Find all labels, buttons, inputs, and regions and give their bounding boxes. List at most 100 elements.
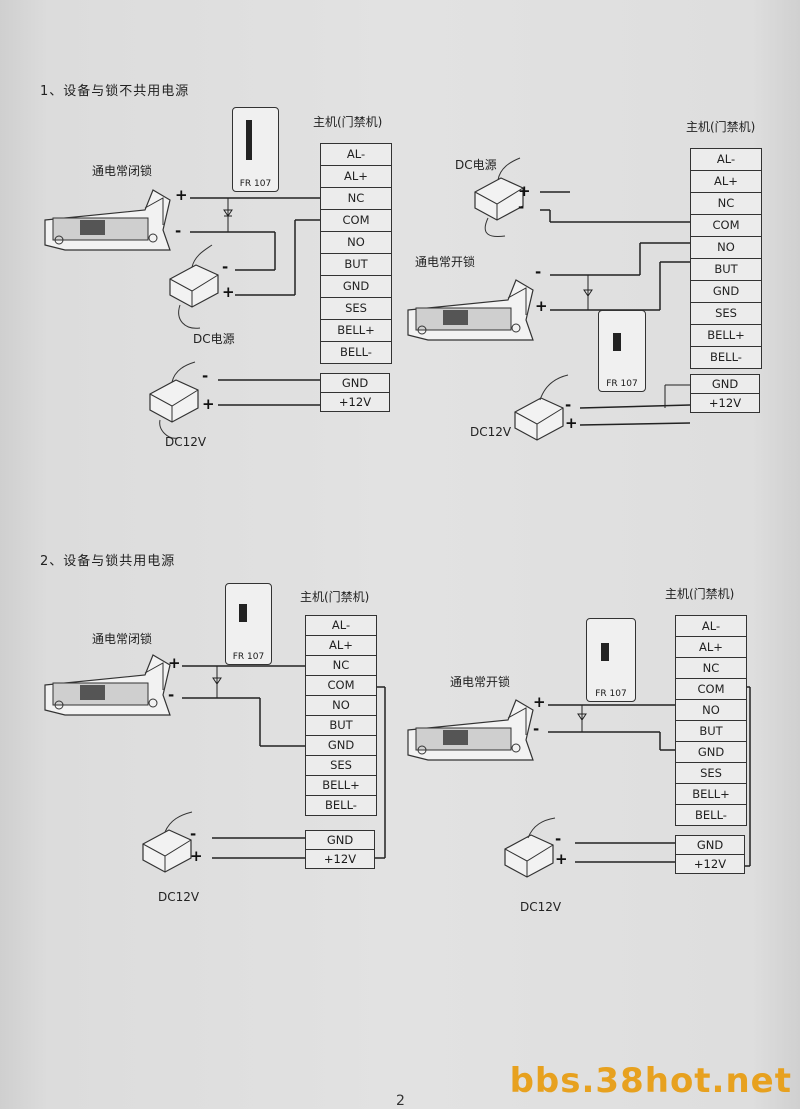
diode-model-label: FR 107 bbox=[239, 179, 272, 189]
host-label-3: 主机(门禁机) bbox=[300, 590, 370, 604]
dc12v3-plus-sign: + bbox=[190, 847, 203, 865]
terminal-ses: SES bbox=[321, 298, 391, 320]
terminal-al-plus: AL+ bbox=[306, 636, 376, 656]
lock3-plus-sign: + bbox=[168, 654, 181, 672]
terminal-but: BUT bbox=[691, 259, 761, 281]
terminal-block-4: AL- AL+ NC COM NO BUT GND SES BELL+ BELL… bbox=[675, 615, 747, 826]
terminal-com: COM bbox=[306, 676, 376, 696]
lock-closed-2-icon bbox=[44, 654, 171, 716]
lock-plus-sign: + bbox=[175, 186, 188, 204]
terminal-bell-minus: BELL- bbox=[710, 350, 742, 364]
terminal-block-2: AL- AL+ NC COM NO BUT GND SES BELL+ BELL… bbox=[690, 148, 762, 369]
lock2-plus-sign: + bbox=[535, 297, 548, 315]
dc12v-label-2: DC12V bbox=[470, 425, 512, 439]
dc-adapter-icon bbox=[169, 264, 219, 308]
terminal-al-minus: AL- bbox=[306, 616, 376, 636]
terminal-bell-minus: BELL- bbox=[695, 808, 727, 822]
lock-open-label-2: 通电常开锁 bbox=[450, 675, 511, 689]
dc12v-adapter-2-icon bbox=[142, 829, 192, 873]
terminal-ses: SES bbox=[676, 763, 746, 784]
terminal-block-3: AL- AL+ NC COM NO BUT GND SES BELL+ BELL… bbox=[305, 615, 377, 816]
lock-open-2-icon bbox=[407, 699, 534, 761]
terminal-bell-minus: BELL- bbox=[325, 798, 357, 812]
power-12v: +12V bbox=[323, 852, 357, 866]
power-gnd: GND bbox=[306, 831, 374, 850]
terminal-block-1: AL- AL+ NC COM NO BUT GND SES BELL+ BELL… bbox=[320, 143, 392, 364]
terminal-no: NO bbox=[306, 696, 376, 716]
power-12v: +12V bbox=[338, 395, 372, 409]
terminal-al-minus: AL- bbox=[676, 616, 746, 637]
terminal-bell-plus: BELL+ bbox=[691, 325, 761, 347]
terminal-al-minus: AL- bbox=[321, 144, 391, 166]
terminal-gnd: GND bbox=[691, 281, 761, 303]
dc12v-label-3: DC12V bbox=[158, 890, 200, 904]
terminal-gnd: GND bbox=[676, 742, 746, 763]
diode-model-label-4: FR 107 bbox=[595, 689, 627, 699]
terminal-bell-plus: BELL+ bbox=[676, 784, 746, 805]
dc-plus-sign: + bbox=[222, 283, 235, 301]
diode-model-label-2: FR 107 bbox=[606, 379, 638, 389]
dc12v-label-1: DC12V bbox=[165, 435, 207, 449]
terminal-gnd: GND bbox=[306, 736, 376, 756]
section2-title: 2、设备与锁共用电源 bbox=[40, 554, 176, 569]
lock-open-icon bbox=[407, 279, 534, 341]
power-block-3: GND +12V bbox=[305, 830, 375, 869]
dc12v3-minus-sign: - bbox=[190, 825, 197, 843]
terminal-nc: NC bbox=[306, 656, 376, 676]
terminal-but: BUT bbox=[306, 716, 376, 736]
diode-inset-1: FR 107 bbox=[232, 107, 279, 192]
dc12v-minus-sign: - bbox=[202, 367, 209, 385]
lock4-minus-sign: - bbox=[533, 720, 540, 738]
host-label-2: 主机(门禁机) bbox=[686, 120, 756, 134]
power-block-2: GND +12V bbox=[690, 374, 760, 413]
terminal-but: BUT bbox=[321, 254, 391, 276]
terminal-nc: NC bbox=[321, 188, 391, 210]
dc12v-adapter-3-icon bbox=[504, 834, 554, 878]
terminal-nc: NC bbox=[676, 658, 746, 679]
power-12v: +12V bbox=[693, 857, 727, 871]
diode-inset-3: FR 107 bbox=[225, 583, 272, 665]
lock-closed-icon bbox=[44, 189, 171, 251]
power-block-1: GND +12V bbox=[320, 373, 390, 412]
terminal-no: NO bbox=[691, 237, 761, 259]
terminal-ses: SES bbox=[306, 756, 376, 776]
dc12v-label-4: DC12V bbox=[520, 900, 562, 914]
dc2-minus-sign: - bbox=[518, 198, 525, 216]
terminal-com: COM bbox=[691, 215, 761, 237]
power-gnd: GND bbox=[676, 836, 744, 855]
lock-minus-sign: - bbox=[175, 222, 182, 240]
terminal-al-plus: AL+ bbox=[691, 171, 761, 193]
power-gnd: GND bbox=[321, 374, 389, 393]
terminal-com: COM bbox=[321, 210, 391, 232]
terminal-nc: NC bbox=[691, 193, 761, 215]
dc-adapter-right-icon bbox=[474, 177, 524, 221]
terminal-bell-plus: BELL+ bbox=[306, 776, 376, 796]
lock-closed-label-2: 通电常闭锁 bbox=[92, 632, 153, 646]
power-block-4: GND +12V bbox=[675, 835, 745, 874]
dc12v4-minus-sign: - bbox=[555, 830, 562, 848]
power-gnd: GND bbox=[691, 375, 759, 394]
lock-closed-label-1: 通电常闭锁 bbox=[92, 164, 153, 178]
terminal-no: NO bbox=[321, 232, 391, 254]
lock3-minus-sign: - bbox=[168, 686, 175, 704]
terminal-but: BUT bbox=[676, 721, 746, 742]
watermark: bbs.38hot.net bbox=[509, 1061, 792, 1101]
dc12v-adapter-right-icon bbox=[514, 397, 564, 441]
terminal-al-plus: AL+ bbox=[321, 166, 391, 188]
dc-minus-sign: - bbox=[222, 258, 229, 276]
terminal-no: NO bbox=[676, 700, 746, 721]
dc12v-plus-sign: + bbox=[202, 395, 215, 413]
page-number: 2 bbox=[396, 1093, 405, 1109]
terminal-bell-minus: BELL- bbox=[340, 345, 372, 359]
power-12v: +12V bbox=[708, 396, 742, 410]
diode-inset-4: FR 107 bbox=[586, 618, 636, 702]
dc12v4-plus-sign: + bbox=[555, 850, 568, 868]
terminal-com: COM bbox=[676, 679, 746, 700]
diode-inset-2: FR 107 bbox=[598, 310, 646, 392]
dc-power-label-1: DC电源 bbox=[193, 332, 235, 346]
dc12v-adapter-icon bbox=[149, 379, 199, 423]
host-label-1: 主机(门禁机) bbox=[313, 115, 383, 129]
lock-open-label-1: 通电常开锁 bbox=[415, 255, 476, 269]
terminal-al-plus: AL+ bbox=[676, 637, 746, 658]
lock4-plus-sign: + bbox=[533, 693, 546, 711]
